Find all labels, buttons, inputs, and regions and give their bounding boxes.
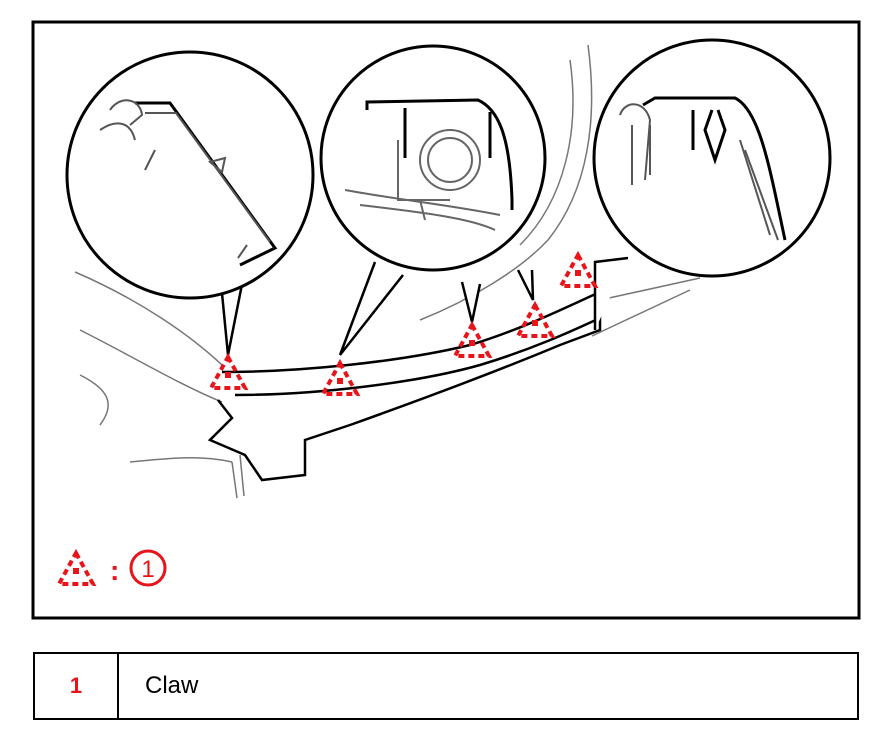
callout-circle-center [319, 44, 547, 272]
trim-molding [207, 290, 602, 482]
key-number-circle [129, 549, 167, 587]
claw-key-icon [57, 551, 95, 586]
callout-circle-left [65, 50, 315, 300]
legend-table: 1 Claw [33, 652, 859, 720]
callout-key: : 1 [57, 549, 167, 587]
claw-marker [516, 303, 554, 338]
vehicle-body-outline [74, 44, 701, 499]
legend-number: 1 [33, 654, 119, 718]
claw-marker [559, 253, 597, 288]
legend-label: Claw [119, 654, 859, 718]
callout-circle-right [592, 38, 832, 278]
key-separator: : [110, 555, 119, 586]
key-number: 1 [141, 556, 154, 583]
diagram-frame [31, 20, 861, 620]
